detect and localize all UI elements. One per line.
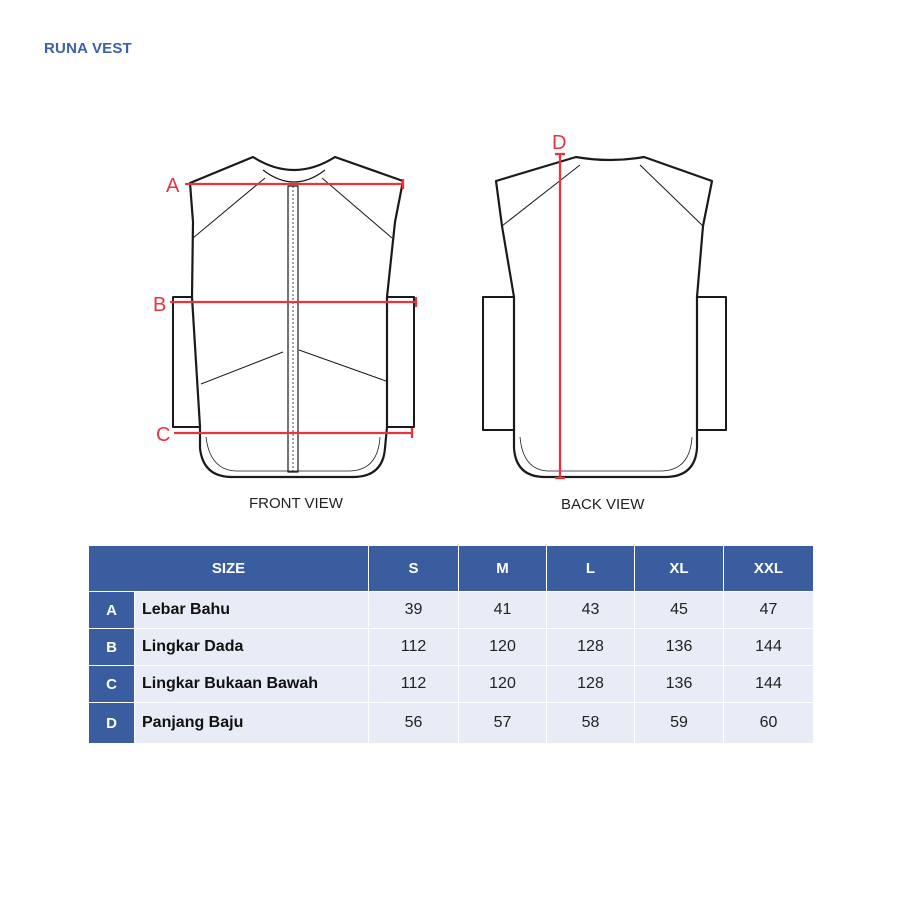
marker-b: B bbox=[153, 294, 166, 316]
marker-c: C bbox=[156, 424, 170, 446]
size-header-l: L bbox=[546, 545, 635, 592]
row-code: C bbox=[88, 665, 135, 703]
cell-value: 128 bbox=[546, 665, 635, 703]
cell-value: 59 bbox=[634, 702, 724, 744]
row-code: D bbox=[88, 702, 135, 744]
cell-value: 144 bbox=[723, 665, 814, 703]
cell-value: 43 bbox=[546, 591, 635, 629]
cell-value: 39 bbox=[368, 591, 459, 629]
row-code: B bbox=[88, 628, 135, 666]
size-header-m: M bbox=[458, 545, 547, 592]
size-header-xl: XL bbox=[634, 545, 724, 592]
size-header-xxl: XXL bbox=[723, 545, 814, 592]
row-code: A bbox=[88, 591, 135, 629]
measurement-lines bbox=[170, 152, 565, 480]
row-measure-name: Panjang Baju bbox=[134, 702, 369, 744]
front-view-drawing bbox=[172, 155, 415, 479]
marker-a: A bbox=[166, 175, 180, 197]
cell-value: 41 bbox=[458, 591, 547, 629]
table-header-row: SIZE S M L XL XXL bbox=[88, 545, 814, 592]
row-measure-name: Lingkar Bukaan Bawah bbox=[134, 665, 369, 703]
row-measure-name: Lingkar Dada bbox=[134, 628, 369, 666]
table-row: A Lebar Bahu 39 41 43 45 47 bbox=[88, 591, 814, 629]
cell-value: 60 bbox=[723, 702, 814, 744]
cell-value: 47 bbox=[723, 591, 814, 629]
cell-value: 58 bbox=[546, 702, 635, 744]
back-view-drawing bbox=[482, 155, 727, 479]
cell-value: 56 bbox=[368, 702, 459, 744]
table-row: B Lingkar Dada 112 120 128 136 144 bbox=[88, 628, 814, 666]
cell-value: 112 bbox=[368, 665, 459, 703]
vest-diagram: A B C D bbox=[153, 132, 727, 480]
marker-d: D bbox=[552, 132, 566, 154]
cell-value: 120 bbox=[458, 665, 547, 703]
cell-value: 136 bbox=[634, 665, 724, 703]
cell-value: 112 bbox=[368, 628, 459, 666]
size-header-s: S bbox=[368, 545, 459, 592]
back-view-label: BACK VIEW bbox=[561, 496, 645, 513]
page-title: RUNA VEST bbox=[44, 40, 132, 57]
cell-value: 136 bbox=[634, 628, 724, 666]
front-view-label: FRONT VIEW bbox=[249, 495, 343, 512]
table-row: C Lingkar Bukaan Bawah 112 120 128 136 1… bbox=[88, 665, 814, 703]
cell-value: 144 bbox=[723, 628, 814, 666]
cell-value: 128 bbox=[546, 628, 635, 666]
cell-value: 57 bbox=[458, 702, 547, 744]
size-chart-table: SIZE S M L XL XXL A Lebar Bahu 39 41 43 … bbox=[88, 545, 814, 744]
cell-value: 120 bbox=[458, 628, 547, 666]
size-column-header: SIZE bbox=[88, 545, 369, 592]
row-measure-name: Lebar Bahu bbox=[134, 591, 369, 629]
cell-value: 45 bbox=[634, 591, 724, 629]
table-row: D Panjang Baju 56 57 58 59 60 bbox=[88, 702, 814, 744]
